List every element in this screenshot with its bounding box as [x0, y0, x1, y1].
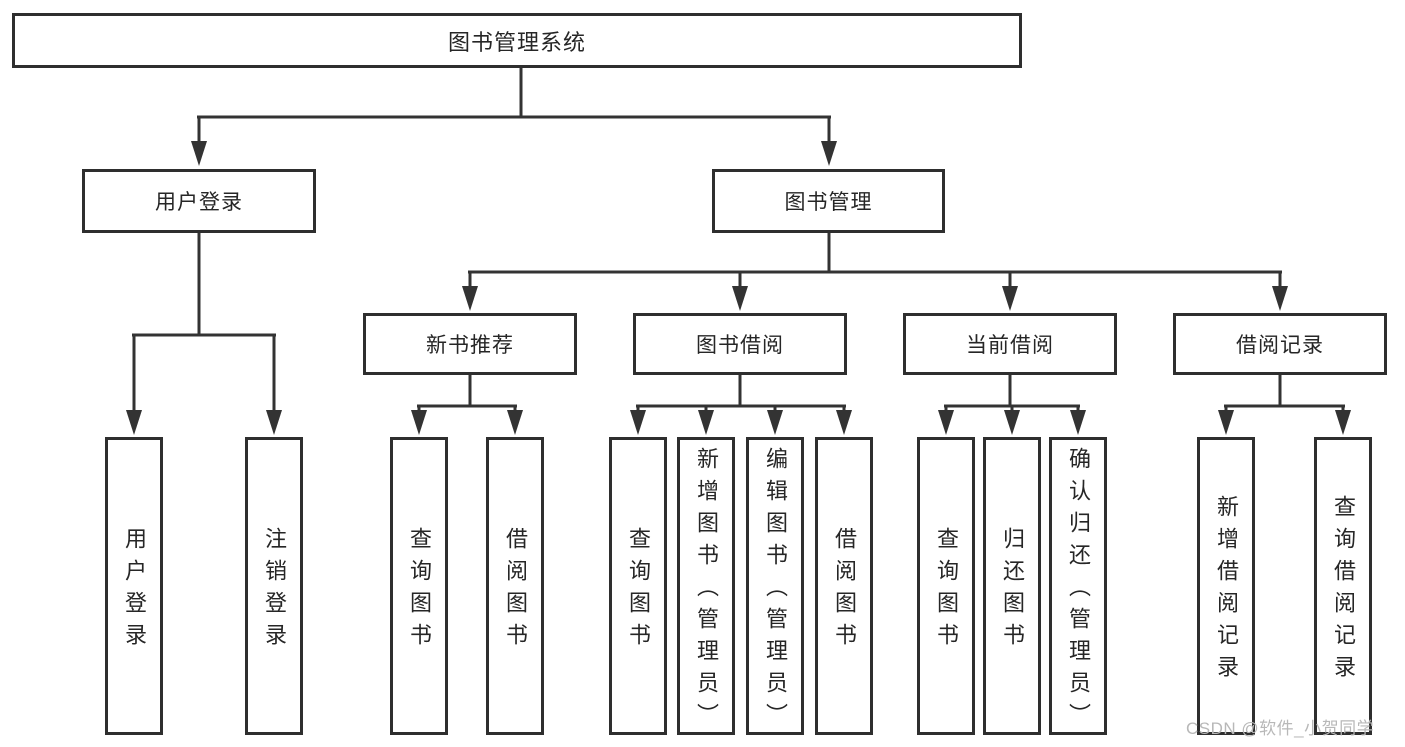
node-label: 查询借阅记录 — [1331, 495, 1356, 687]
csdn-watermark: CSDN @软件_小贺同学 — [1186, 719, 1375, 738]
node-new-book-recommend: 新书推荐 — [363, 313, 577, 375]
leaf-return-books: 归还图书 — [983, 437, 1041, 735]
leaf-borrow-books: 借阅图书 — [815, 437, 873, 735]
leaf-confirm-return-admin: 确认归还（管理员） — [1049, 437, 1107, 735]
leaf-edit-books-admin: 编辑图书（管理员） — [746, 437, 804, 735]
node-book-management: 图书管理 — [712, 169, 945, 233]
leaf-add-books-admin: 新增图书（管理员） — [677, 437, 735, 735]
node-label: 借阅图书 — [832, 527, 857, 655]
leaf-user-login: 用户登录 — [105, 437, 163, 735]
node-label: 注销登录 — [262, 527, 287, 655]
node-label: 查询图书 — [626, 527, 651, 655]
node-label: 归还图书 — [1000, 527, 1025, 655]
node-label: 新书推荐 — [426, 334, 514, 357]
leaf-query-borrow-record: 查询借阅记录 — [1314, 437, 1372, 735]
node-label: 图书借阅 — [696, 334, 784, 357]
leaf-add-borrow-record: 新增借阅记录 — [1197, 437, 1255, 735]
node-label: 借阅图书 — [503, 527, 528, 655]
node-book-borrowing: 图书借阅 — [633, 313, 847, 375]
node-user-login: 用户登录 — [82, 169, 316, 233]
node-label: 用户登录 — [155, 191, 243, 214]
node-current-borrowing: 当前借阅 — [903, 313, 1117, 375]
leaf-borrow-books-recommend: 借阅图书 — [486, 437, 544, 735]
node-label: 查询图书 — [934, 527, 959, 655]
node-library-management-system: 图书管理系统 — [12, 13, 1022, 68]
node-label: 查询图书 — [407, 527, 432, 655]
node-label: 确认归还（管理员） — [1066, 447, 1091, 735]
node-label: 借阅记录 — [1236, 334, 1324, 357]
node-borrowing-records: 借阅记录 — [1173, 313, 1387, 375]
node-label: 新增图书（管理员） — [694, 447, 719, 735]
node-label: 用户登录 — [122, 527, 147, 655]
node-label: 新增借阅记录 — [1214, 495, 1239, 687]
leaf-query-books-borrow: 查询图书 — [609, 437, 667, 735]
leaf-query-books-recommend: 查询图书 — [390, 437, 448, 735]
leaf-logout: 注销登录 — [245, 437, 303, 735]
node-label: 当前借阅 — [966, 334, 1054, 357]
leaf-query-books-current: 查询图书 — [917, 437, 975, 735]
node-label: 编辑图书（管理员） — [763, 447, 788, 735]
node-label: 图书管理 — [784, 191, 873, 214]
node-label: 图书管理系统 — [447, 29, 586, 55]
